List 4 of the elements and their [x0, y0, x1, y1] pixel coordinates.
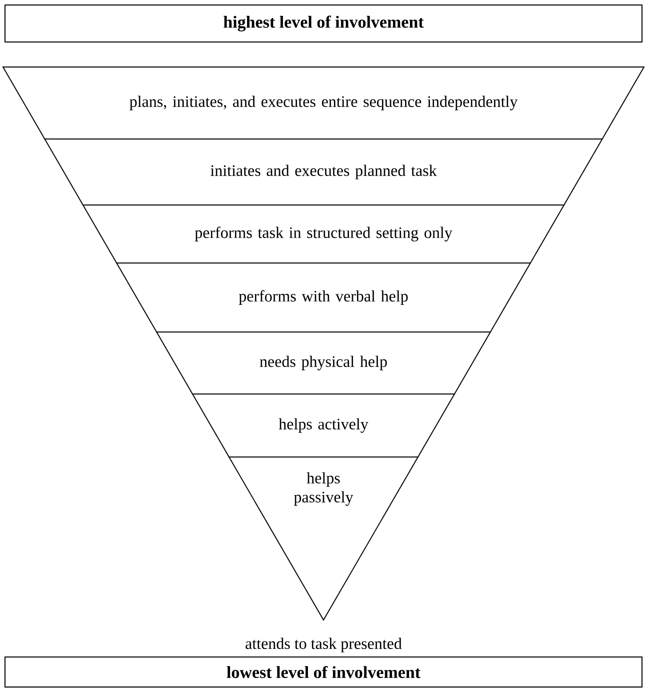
pyramid-band: performs task in structured setting only: [82, 204, 565, 264]
note-text: attends to task presented: [246, 638, 402, 652]
heading-box: lowest level of involvement: [4, 656, 642, 688]
heading-box: highest level of involvement: [4, 4, 642, 42]
